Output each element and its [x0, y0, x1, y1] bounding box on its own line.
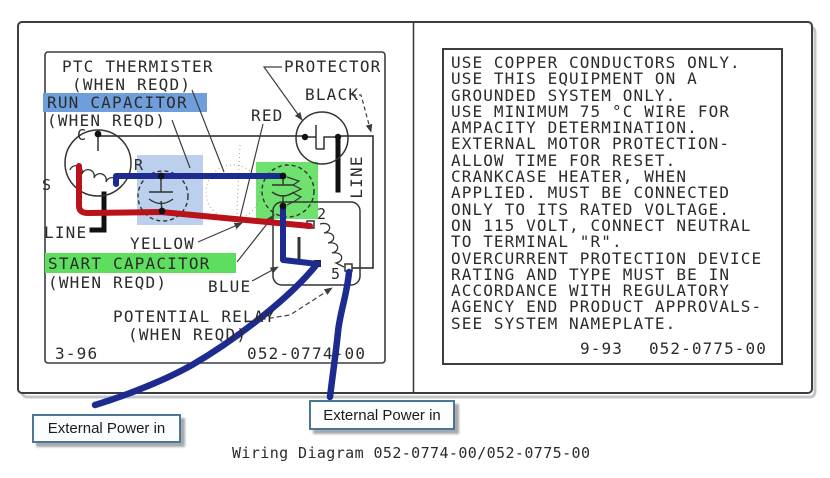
ptc-thermister-label: PTC THERMISTER — [62, 57, 214, 76]
run-capacitor-note: (WHEN REQD) — [47, 111, 166, 130]
protector — [295, 111, 349, 165]
terminal-r-label: R — [134, 156, 144, 174]
protector-label: PROTECTOR — [284, 57, 382, 76]
blue-wire-to-left-power — [91, 260, 321, 409]
figure-caption: Wiring Diagram 052-0774-00/052-0775-00 — [232, 444, 591, 462]
external-power-callout-left: External Power in — [32, 414, 181, 443]
blue-wires — [91, 173, 353, 409]
notice-line: RATING AND TYPE MUST BE IN — [451, 264, 731, 284]
notice-line: TO TERMINAL "R". — [451, 232, 623, 252]
potential-relay-note: (WHEN REQD) — [128, 325, 247, 344]
junction-dots — [94, 130, 342, 215]
diagram-part-number: 052-0774-00 — [247, 344, 366, 363]
external-power-callout-left-label: External Power in — [47, 420, 166, 437]
red-wire — [76, 163, 313, 229]
external-power-callout-right: External Power in — [309, 400, 455, 430]
ptc-thermister-note: (WHEN REQD) — [72, 75, 191, 94]
line-right-label: LINE — [347, 155, 366, 198]
notice-line: ON 115 VOLT, CONNECT NEUTRAL — [451, 215, 752, 235]
start-capacitor-highlight-area — [256, 162, 318, 219]
notice-line: USE COPPER CONDUCTORS ONLY. — [451, 53, 741, 72]
notice-line: CRANKCASE HEATER, WHEN — [451, 167, 688, 187]
run-capacitor-label: RUN CAPACITOR — [47, 93, 188, 112]
line-left-label: LINE — [44, 223, 87, 242]
start-capacitor-label-highlight — [45, 253, 236, 273]
notice-line: OVERCURRENT PROTECTION DEVICE — [451, 248, 763, 268]
blue-wire-to-right-power — [326, 268, 353, 401]
red-wire-label: RED — [251, 106, 284, 125]
terminal-s-label: S — [42, 176, 52, 194]
leader-lines — [171, 66, 373, 323]
notice-line: SEE SYSTEM NAMEPLATE. — [451, 313, 677, 333]
start-capacitor-label: START CAPACITOR — [48, 254, 211, 273]
notice-line: AMPACITY DETERMINATION. — [451, 118, 698, 138]
notice-line: EXTERNAL MOTOR PROTECTION- — [451, 134, 731, 154]
notice-line: GROUNDED SYSTEM ONLY. — [451, 85, 677, 105]
notice-date-code: 9-93 — [580, 339, 623, 359]
relay-coil — [319, 222, 345, 268]
notice-box: USE COPPER CONDUCTORS ONLY. USE THIS EQU… — [442, 48, 783, 365]
blue-wire-label: BLUE — [208, 277, 251, 296]
black-wire-label: BLACK — [305, 85, 359, 104]
run-capacitor-label-highlight — [43, 93, 207, 112]
notice-line: USE MINIMUM 75 °C WIRE FOR — [451, 101, 731, 121]
notice-line: AGENCY END PRODUCT APPROVALS- — [451, 297, 763, 317]
run-capacitor — [137, 170, 189, 222]
relay-terminal-5-label: 5 — [331, 265, 341, 283]
notice-line: USE THIS EQUIPMENT ON A — [451, 69, 698, 89]
notice-line: ONLY TO ITS RATED VOLTAGE. — [451, 199, 731, 219]
notice-part-number: 052-0775-00 — [648, 339, 767, 359]
yellow-wire-label: YELLOW — [130, 234, 195, 253]
notice-line: APPLIED. MUST BE CONNECTED — [451, 183, 731, 203]
notice-footer: 9-93 052-0775-00 — [451, 339, 781, 358]
bleed-resistor — [286, 176, 303, 206]
external-power-callout-right-label: External Power in — [323, 406, 441, 424]
start-capacitor-note: (WHEN REQD) — [48, 273, 167, 292]
terminal-c-label: C — [77, 126, 87, 144]
relay-terminal-2-label: 2 — [317, 205, 327, 223]
notice-line: ACCORDANCE WITH REGULATORY — [451, 281, 731, 301]
notice-line: ALLOW TIME FOR RESET. — [451, 150, 677, 170]
diagram-date-code: 3-96 — [55, 344, 98, 363]
potential-relay-label: POTENTIAL RELAY — [113, 307, 276, 326]
